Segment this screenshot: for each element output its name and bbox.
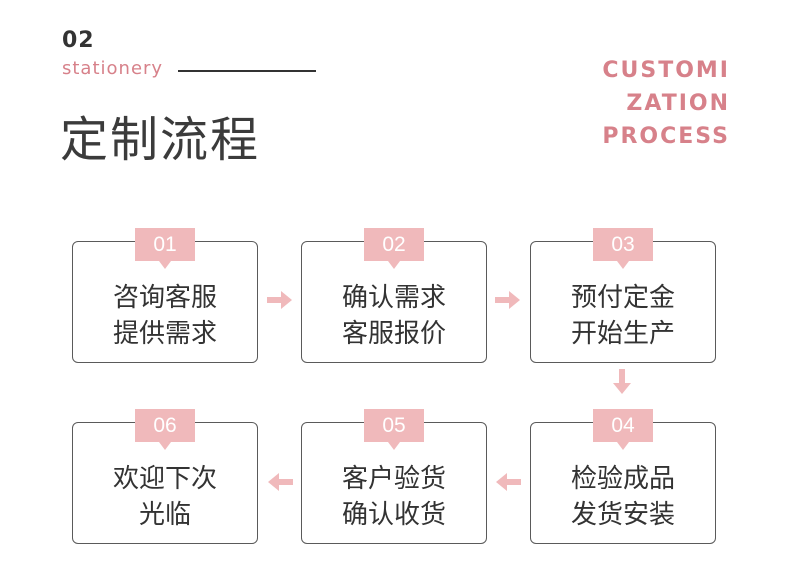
step-label-line-2: 光临 — [138, 500, 191, 530]
step-number-badge: 01 — [135, 228, 195, 269]
step-01: 01 咨询客服 提供需求 — [72, 228, 258, 363]
page-title: 定制流程 — [60, 112, 261, 168]
step-05: 05 客户验货 确认收货 — [301, 409, 487, 544]
arrow-right-icon — [495, 290, 521, 310]
step-label-line-2: 发货安装 — [570, 500, 675, 530]
step-label-line-1: 预付定金 — [570, 283, 675, 313]
step-number-badge: 05 — [364, 409, 424, 450]
step-label-line-1: 客户验货 — [341, 464, 446, 494]
step-number-badge: 02 — [364, 228, 424, 269]
step-label-line-2: 客服报价 — [341, 319, 446, 349]
arrow-right-icon — [267, 290, 293, 310]
step-label: 确认需求 客服报价 — [302, 280, 486, 352]
english-heading-line-2: ZATION — [626, 91, 730, 116]
step-label-line-2: 提供需求 — [112, 319, 217, 349]
arrow-left-icon — [267, 472, 293, 492]
step-04: 04 检验成品 发货安装 — [530, 409, 716, 544]
step-label: 咨询客服 提供需求 — [73, 280, 257, 352]
section-number: 02 — [62, 28, 95, 53]
step-label-line-1: 检验成品 — [570, 464, 675, 494]
step-label-line-2: 确认收货 — [341, 500, 446, 530]
step-number-badge: 03 — [593, 228, 653, 269]
step-label: 预付定金 开始生产 — [531, 280, 715, 352]
step-number-badge: 04 — [593, 409, 653, 450]
section-subtitle: stationery — [62, 58, 164, 79]
step-number-badge: 06 — [135, 409, 195, 450]
step-label-line-1: 咨询客服 — [112, 283, 217, 313]
step-label-line-2: 开始生产 — [570, 319, 675, 349]
english-heading: CUSTOMI ZATION PROCESS — [602, 54, 730, 153]
step-label: 欢迎下次 光临 — [73, 461, 257, 533]
english-heading-line-1: CUSTOMI — [602, 58, 730, 83]
step-06: 06 欢迎下次 光临 — [72, 409, 258, 544]
step-02: 02 确认需求 客服报价 — [301, 228, 487, 363]
step-label-line-1: 欢迎下次 — [112, 464, 217, 494]
step-03: 03 预付定金 开始生产 — [530, 228, 716, 363]
subtitle-divider — [178, 70, 316, 72]
english-heading-line-3: PROCESS — [602, 124, 730, 149]
arrow-down-icon — [612, 369, 632, 395]
step-label: 检验成品 发货安装 — [531, 461, 715, 533]
step-label-line-1: 确认需求 — [341, 283, 446, 313]
arrow-left-icon — [495, 472, 521, 492]
step-label: 客户验货 确认收货 — [302, 461, 486, 533]
